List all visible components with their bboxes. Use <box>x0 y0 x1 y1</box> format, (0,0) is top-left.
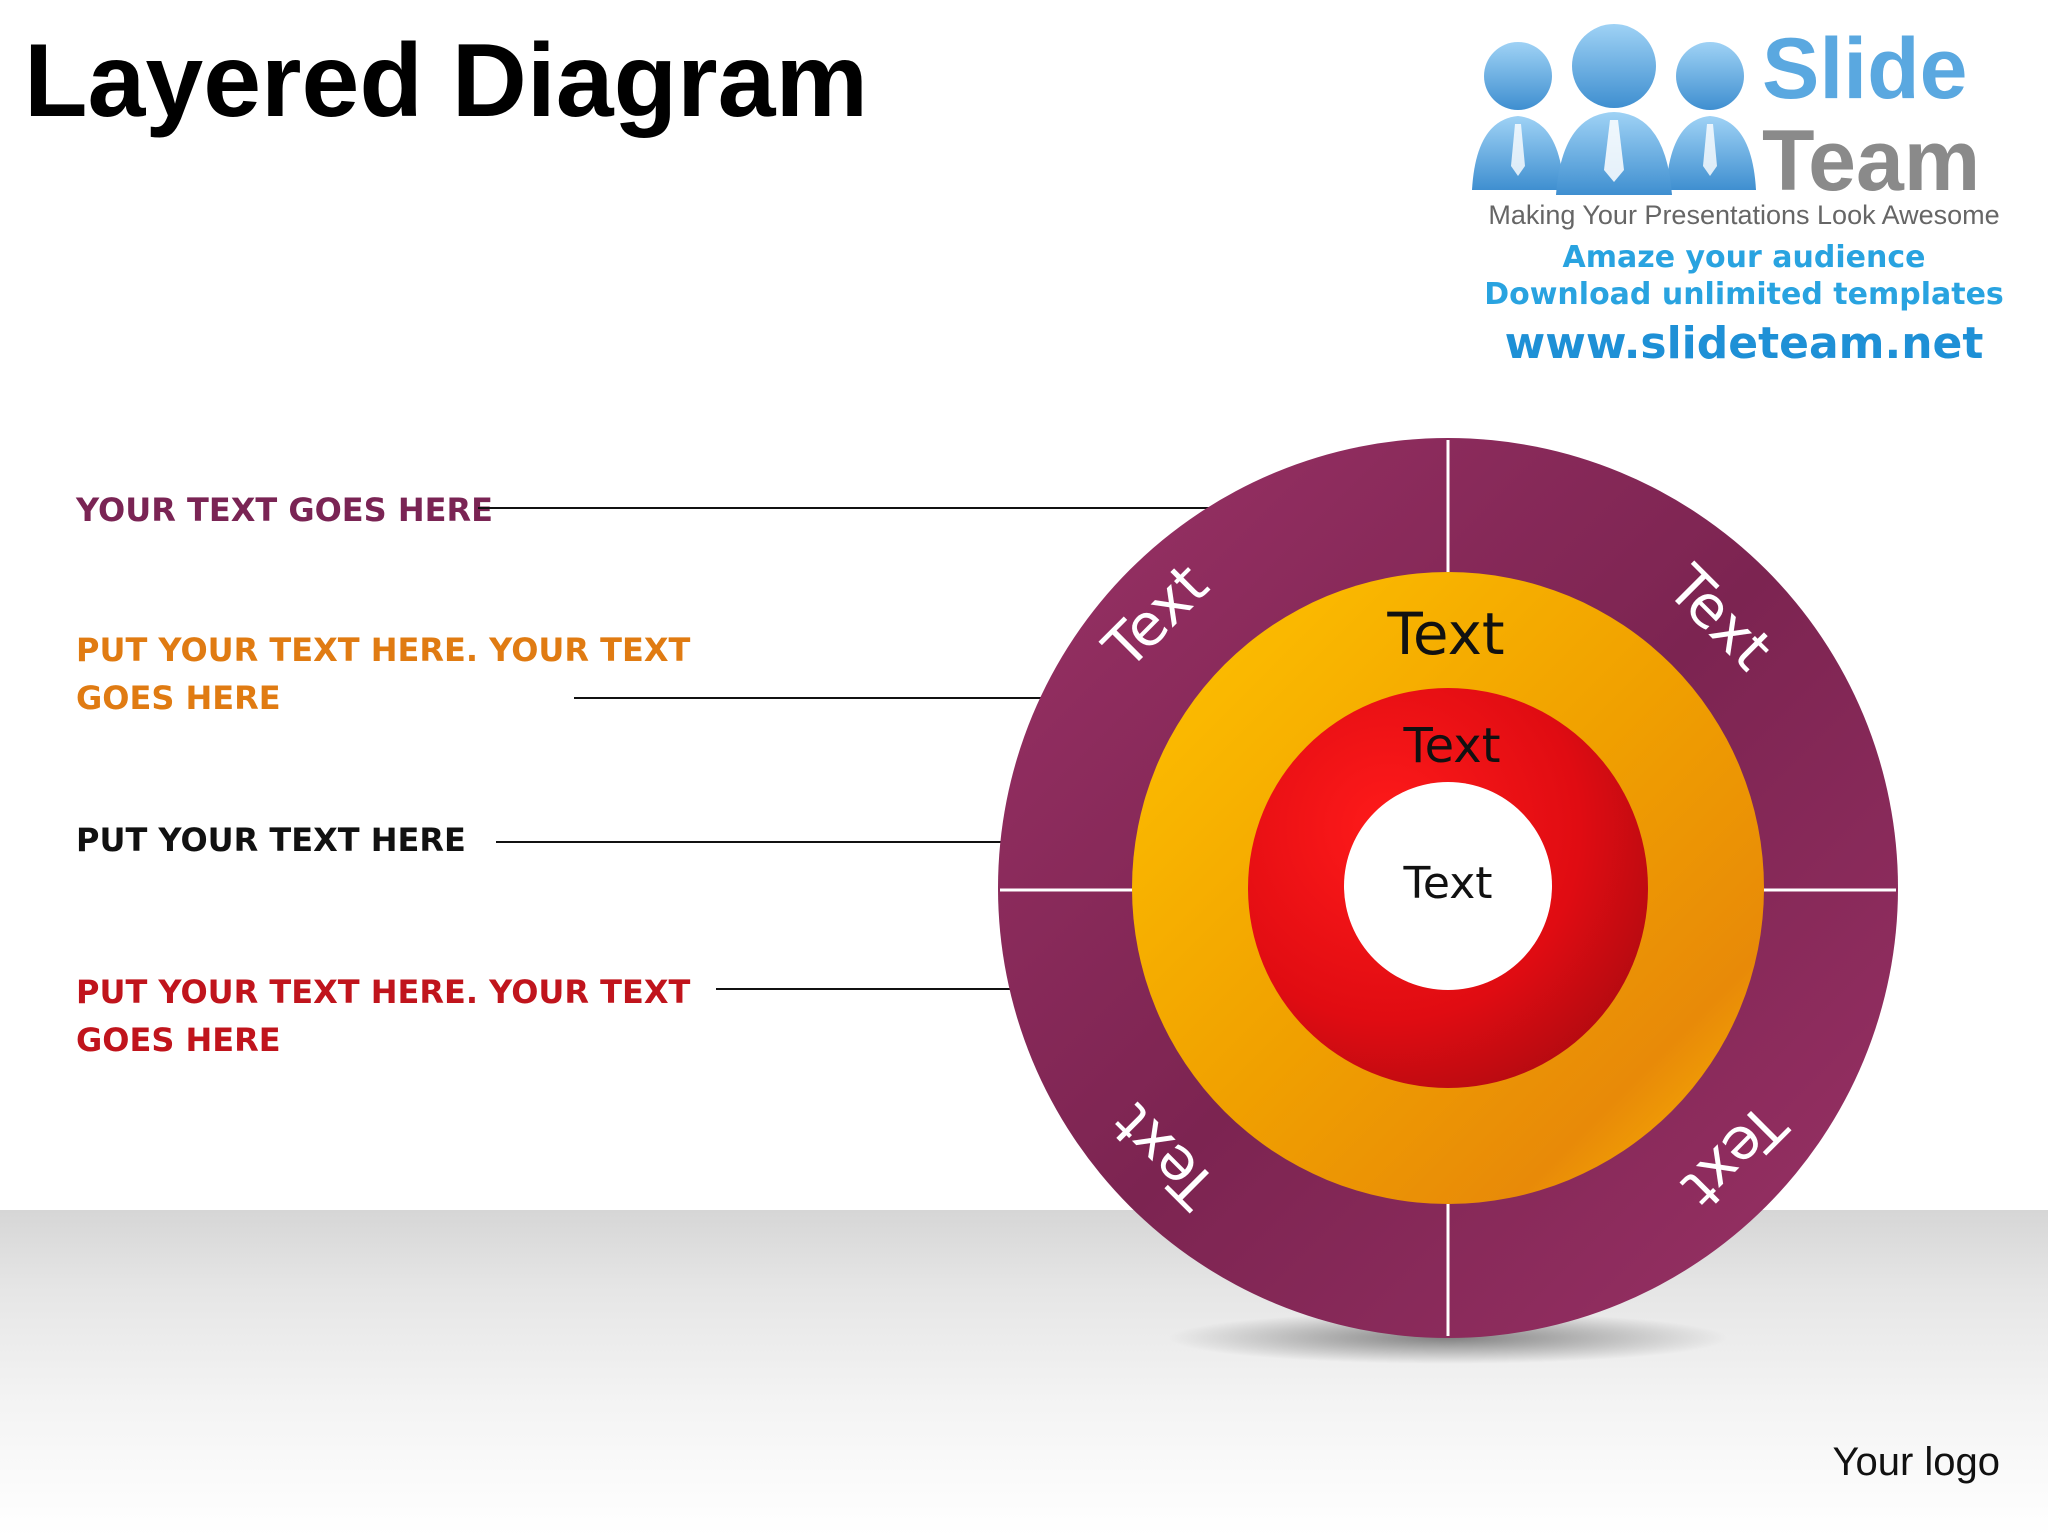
center-text: Text <box>1403 858 1493 909</box>
label-middle-ring-line1: PUT YOUR TEXT HERE. YOUR TEXT <box>76 631 691 669</box>
label-inner-ring-line2: GOES HERE <box>76 1021 281 1059</box>
floor-background <box>0 1210 2048 1536</box>
footer-your-logo: Your logo <box>1832 1440 2000 1484</box>
label-middle-ring: PUT YOUR TEXT HERE. YOUR TEXT GOES HERE <box>76 626 690 722</box>
center-circle <box>1344 782 1552 990</box>
logo-brand-team: Team <box>1762 113 1981 209</box>
logo-tagline: Making Your Presentations Look Awesome <box>1488 200 2000 230</box>
connector-line-2 <box>574 697 1250 699</box>
middle-ring-text: Text <box>1386 600 1504 668</box>
label-center-line1: PUT YOUR TEXT HERE <box>76 821 466 859</box>
label-middle-ring-line2: GOES HERE <box>76 679 281 717</box>
logo-url[interactable]: www.slideteam.net <box>1504 318 1984 369</box>
label-inner-ring-line1: PUT YOUR TEXT HERE. YOUR TEXT <box>76 973 691 1011</box>
logo-promo-line1: Amaze your audience <box>1562 240 1926 275</box>
slide-title: Layered Diagram <box>24 23 868 139</box>
connector-line-3 <box>496 841 1396 843</box>
label-inner-ring: PUT YOUR TEXT HERE. YOUR TEXT GOES HERE <box>76 968 690 1064</box>
label-center: PUT YOUR TEXT HERE <box>76 816 466 864</box>
inner-ring-text: Text <box>1402 718 1500 774</box>
label-outer-ring: YOUR TEXT GOES HERE <box>76 486 493 534</box>
label-outer-ring-line1: YOUR TEXT GOES HERE <box>76 491 493 529</box>
people-logo-icon <box>1472 24 1756 195</box>
logo-promo-line2: Download unlimited templates <box>1484 277 2004 312</box>
slideteam-logo: Slide Team <box>1470 20 2030 380</box>
connector-line-1 <box>478 507 1296 509</box>
logo-brand-slide: Slide <box>1762 21 1968 117</box>
